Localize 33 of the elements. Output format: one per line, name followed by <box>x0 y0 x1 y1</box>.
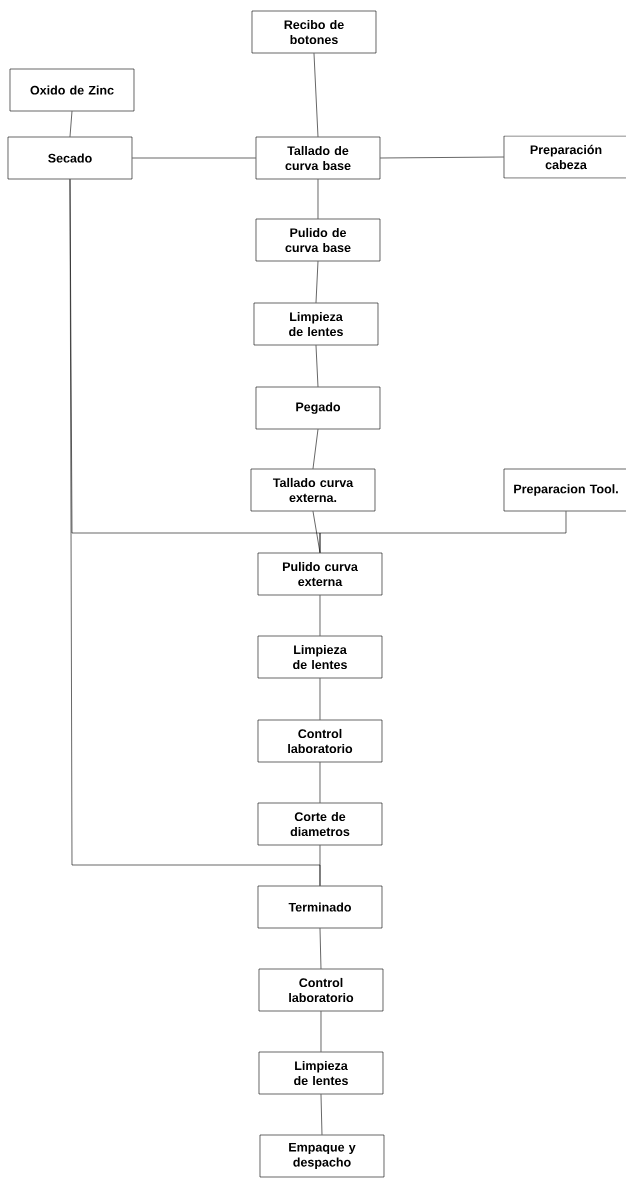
connector-line <box>312 429 319 469</box>
process-box: Control laboratorio <box>257 719 383 763</box>
process-box: Pulido curva externa <box>257 552 383 596</box>
connector-line <box>317 179 319 219</box>
connector-line <box>319 678 321 720</box>
connector-line <box>315 345 319 387</box>
process-box: Control laboratorio <box>258 968 384 1012</box>
process-box: Terminado <box>257 885 383 929</box>
connector-line <box>320 1011 322 1052</box>
process-box: Oxido de Zinc <box>9 68 135 112</box>
connector-line <box>319 762 321 803</box>
connector-line <box>380 156 504 159</box>
connector-line <box>132 157 256 159</box>
connector-line <box>315 261 319 303</box>
process-box: Pegado <box>255 386 381 430</box>
process-box: Preparación cabeza <box>503 135 626 179</box>
process-box: Limpieza de lentes <box>253 302 379 346</box>
connector-line <box>69 179 321 886</box>
connector-line <box>319 928 322 969</box>
connector-line <box>320 1094 323 1135</box>
process-box: Limpieza de lentes <box>257 635 383 679</box>
process-box: Recibo de botones <box>251 10 377 54</box>
process-box: Secado <box>7 136 133 180</box>
process-box: Tallado curva externa. <box>250 468 376 512</box>
process-box: Preparacion Tool. <box>503 468 626 512</box>
process-box: Pulido de curva base <box>255 218 381 262</box>
process-box: Corte de diametros <box>257 802 383 846</box>
connector-line <box>69 111 73 137</box>
process-box: Limpieza de lentes <box>258 1051 384 1095</box>
process-box: Empaque y despacho <box>259 1134 385 1178</box>
process-box: Tallado de curva base <box>255 136 381 180</box>
connector-line <box>319 595 321 636</box>
connector-line <box>313 53 319 137</box>
